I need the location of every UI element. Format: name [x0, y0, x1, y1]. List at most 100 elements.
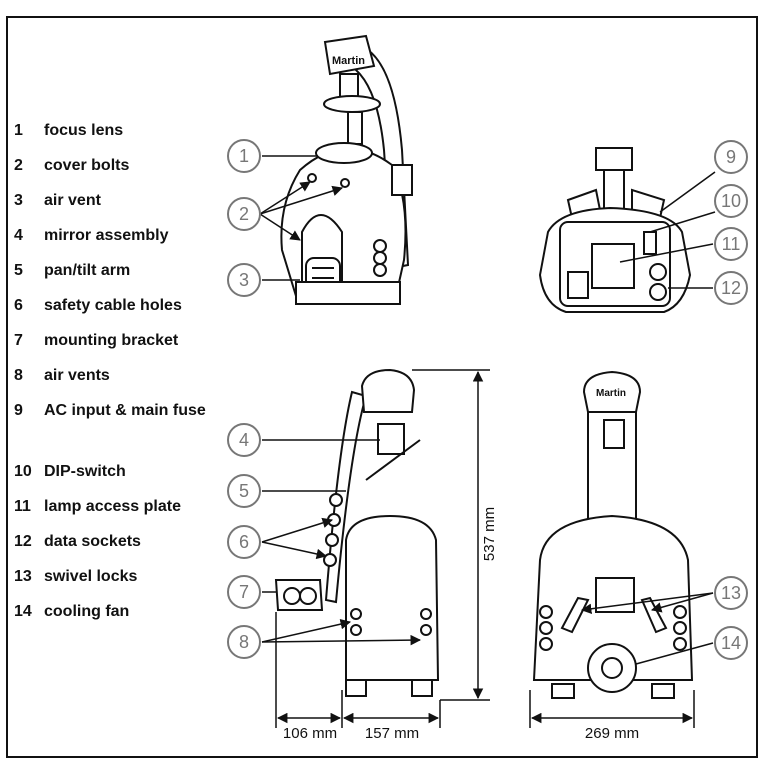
legend-label: data sockets [44, 533, 141, 550]
base-plate [295, 281, 401, 305]
leader-line [259, 213, 301, 241]
focus-lens [315, 142, 373, 164]
callout-circle [227, 263, 261, 297]
legend-item: 10 DIP-switch [14, 459, 224, 494]
legend-label: focus lens [44, 122, 124, 139]
dimension-lines [275, 369, 695, 728]
mount-bracket-top [595, 147, 633, 171]
legend-number: 14 [14, 603, 32, 620]
side-view [274, 368, 440, 697]
legend-number: 1 [14, 122, 23, 139]
side-arm [324, 390, 368, 604]
legend-label: mirror assembly [44, 227, 169, 244]
connector [373, 239, 387, 253]
legend-label: mounting bracket [44, 332, 179, 349]
vent [539, 605, 553, 619]
legend-item: 14 cooling fan [14, 599, 224, 634]
legend-label: cover bolts [44, 157, 130, 174]
legend-number: 9 [14, 402, 23, 419]
data-socket [649, 263, 667, 281]
diagram-frame [6, 16, 758, 758]
legend-number: 6 [14, 297, 23, 314]
vent [350, 624, 362, 636]
base-depth-label: 157 mm [365, 725, 419, 742]
legend-label: swivel locks [44, 568, 138, 585]
legend-item: 11 lamp access plate [14, 494, 224, 529]
logo-text: Martin [596, 388, 626, 399]
height-label: 537 mm [481, 507, 498, 561]
cover-bolt [307, 173, 317, 183]
callout-label: 9 [726, 147, 736, 167]
legend-number: 5 [14, 262, 23, 279]
callout-label: 5 [239, 481, 249, 501]
mirror-disc [323, 95, 381, 113]
head-stem [347, 111, 363, 145]
body-outline [280, 147, 407, 297]
callout-circle [227, 197, 261, 231]
callout-circle [227, 423, 261, 457]
cable-hole [325, 533, 339, 547]
vent [673, 637, 687, 651]
legend-item: 7 mounting bracket [14, 328, 224, 363]
callout-label: 10 [721, 191, 741, 211]
callout-label: 4 [239, 430, 249, 450]
legend-label: air vent [44, 192, 101, 209]
leader-line [659, 171, 716, 213]
callout-circle [227, 525, 261, 559]
legend-number: 4 [14, 227, 23, 244]
legend-number: 12 [14, 533, 32, 550]
logo-text: Martin [332, 55, 365, 67]
data-socket [649, 283, 667, 301]
leader-lines [259, 155, 716, 665]
leader-line [261, 541, 328, 560]
legend-item: 1 focus lens [14, 118, 224, 153]
lamp-access-plate [591, 243, 635, 289]
fan-hub [601, 657, 623, 679]
vent [539, 637, 553, 651]
leader-line [259, 181, 311, 215]
callout-label: 6 [239, 532, 249, 552]
parts-legend: 1 focus lens 2 cover bolts 3 air vent 4 … [14, 118, 224, 634]
vent [673, 605, 687, 619]
foot [651, 683, 675, 699]
legend-item: 5 pan/tilt arm [14, 258, 224, 293]
width-label: 269 mm [585, 725, 639, 742]
legend-number: 10 [14, 463, 32, 480]
connector [373, 251, 387, 265]
leader-line [259, 185, 344, 215]
callout-circle [714, 271, 748, 305]
leader-line [261, 634, 422, 646]
legend-number: 11 [14, 498, 31, 515]
cable-hole [329, 493, 343, 507]
leader-line [619, 243, 714, 263]
legend-label: lamp access plate [44, 498, 181, 515]
mirror-line [365, 439, 421, 481]
side-bracket [391, 164, 413, 196]
callout-label: 3 [239, 270, 249, 290]
leader-line [261, 618, 352, 643]
legend-number: 2 [14, 157, 23, 174]
bracket-depth-label: 106 mm [283, 725, 337, 742]
cover-bolt [340, 178, 350, 188]
bracket-hole [283, 587, 301, 605]
leader-line [649, 211, 716, 233]
callout-circle [227, 625, 261, 659]
leader-line [635, 642, 714, 665]
legend-label: safety cable holes [44, 297, 182, 314]
bracket-hole [299, 587, 317, 605]
legend-label: DIP-switch [44, 463, 126, 480]
legend-number: 7 [14, 332, 23, 349]
legend-item: 2 cover bolts [14, 153, 224, 188]
leader-line [650, 592, 714, 613]
legend-number: 13 [14, 568, 32, 585]
vent [420, 608, 432, 620]
foot [411, 679, 433, 697]
vent [539, 621, 553, 635]
legend-item: 4 mirror assembly [14, 223, 224, 258]
mirror-assembly [377, 423, 405, 455]
connector [373, 263, 387, 277]
dip-switch [643, 231, 657, 255]
front-mirror [603, 419, 625, 449]
callout-circle [714, 184, 748, 218]
